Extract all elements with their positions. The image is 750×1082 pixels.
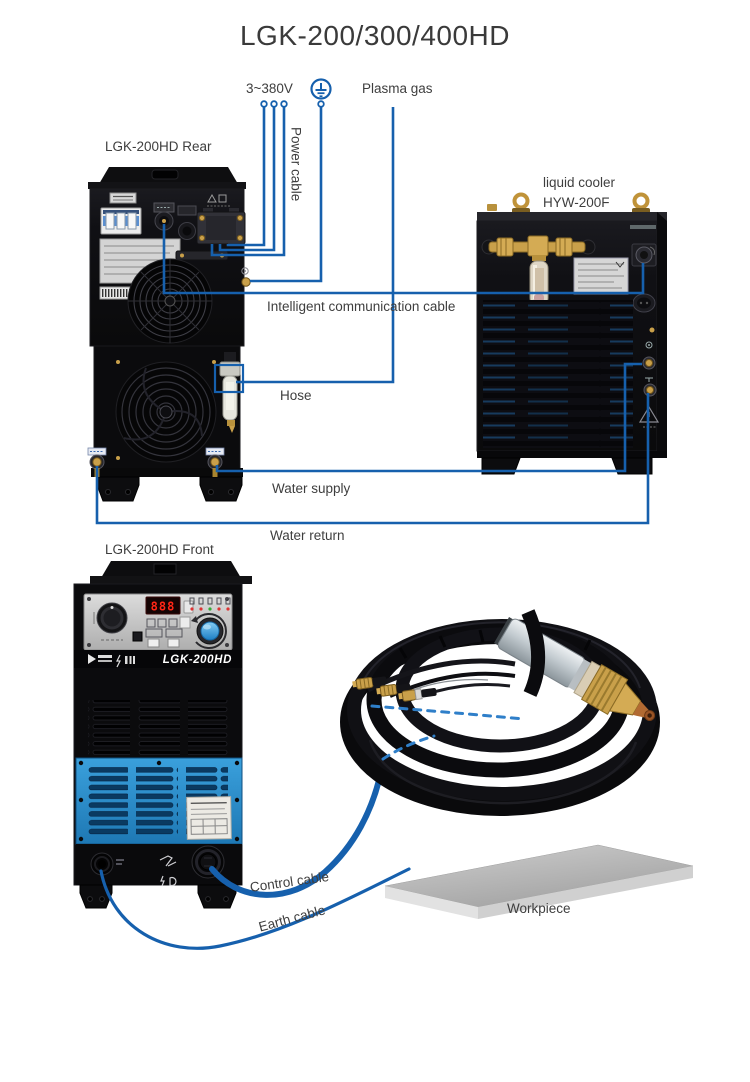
led-display: 888 — [145, 596, 181, 615]
rear-machine-illustration — [87, 167, 251, 502]
rear-machine-label: LGK-200HD Rear — [105, 139, 212, 154]
panel-button — [179, 616, 191, 629]
cooler-spec-label — [573, 257, 629, 295]
supply-pins — [260, 100, 325, 108]
power-line-2 — [218, 107, 276, 252]
plasma-gas-line — [236, 107, 395, 384]
power-terminal-block — [196, 208, 246, 245]
front-vent — [188, 700, 230, 758]
torch-icons — [159, 855, 177, 887]
front-blue-panel — [75, 757, 243, 845]
power-line-3 — [210, 107, 286, 257]
circuit-breaker — [100, 207, 142, 235]
rear-upper-fan-icon — [127, 258, 213, 344]
earth-ground-icon — [310, 78, 332, 100]
hose-fitting-icon — [352, 676, 387, 690]
communication-cable-label: Intelligent communication cable — [267, 299, 456, 314]
lightning-icon — [116, 654, 121, 668]
power-supply-label: 3~380V — [246, 81, 293, 96]
cooler-model-label: HYW-200F — [543, 195, 610, 210]
earth-cable-line — [99, 867, 411, 950]
power-line-1 — [226, 107, 266, 247]
water-return-label: Water return — [270, 528, 345, 543]
aux-socket — [177, 205, 197, 240]
workpiece-label: Workpiece — [507, 901, 571, 916]
water-supply-port — [205, 447, 225, 477]
rear-nameplate — [109, 192, 137, 204]
led-digits: 888 — [151, 600, 176, 614]
plasma-gas-label: Plasma gas — [362, 81, 433, 96]
brand-strip — [74, 650, 242, 668]
lifting-eye-icon — [512, 192, 530, 210]
power-cable-label: Power cable — [288, 127, 304, 202]
panel-button — [167, 638, 180, 648]
page-title: LGK-200/300/400HD — [239, 20, 510, 51]
hose-label: Hose — [280, 388, 312, 403]
indicator-lights — [189, 597, 231, 611]
panel-button — [147, 638, 160, 648]
gas-knob — [191, 613, 227, 649]
front-spec-label — [186, 796, 232, 840]
panel-icons — [145, 618, 183, 638]
connection-lines — [95, 107, 650, 525]
torch-head — [494, 617, 656, 721]
panel-button — [183, 600, 194, 614]
hose-fitting-icon — [398, 687, 437, 702]
brand-text: LGK-200HD — [162, 654, 232, 666]
current-knob — [93, 602, 128, 641]
cooler-comm-port — [630, 225, 657, 267]
air-filter — [219, 352, 241, 433]
brand-logo-icon — [88, 654, 96, 664]
earth-ground-line — [250, 107, 323, 283]
rear-lower-fan-icon — [115, 360, 217, 463]
hidden-cable-dashes — [370, 704, 526, 761]
communication-line — [162, 224, 645, 295]
front-vent — [88, 700, 130, 758]
liquid-cooler-illustration — [476, 192, 667, 475]
front-machine-illustration: 888 — [73, 561, 252, 909]
warning-icons — [207, 193, 231, 207]
torch-coil-illustration — [340, 609, 660, 816]
control-cable-line — [209, 759, 386, 898]
water-return-line — [95, 393, 650, 525]
workpiece-illustration — [384, 844, 694, 919]
water-supply-line — [215, 362, 642, 473]
water-supply-label: Water supply — [272, 481, 351, 496]
rear-handle-slot — [151, 169, 179, 180]
panel-button — [132, 631, 143, 642]
cooler-power-inlet — [632, 293, 656, 313]
communication-socket — [153, 202, 175, 231]
front-vent — [138, 700, 180, 758]
front-handle-slot — [153, 563, 177, 575]
filter-highlight-box — [213, 363, 245, 394]
lifting-eye-icon — [632, 192, 650, 210]
front-machine-label: LGK-200HD Front — [105, 542, 214, 557]
cooler-label: liquid cooler — [543, 175, 616, 190]
front-control-panel: 888 — [83, 593, 233, 651]
